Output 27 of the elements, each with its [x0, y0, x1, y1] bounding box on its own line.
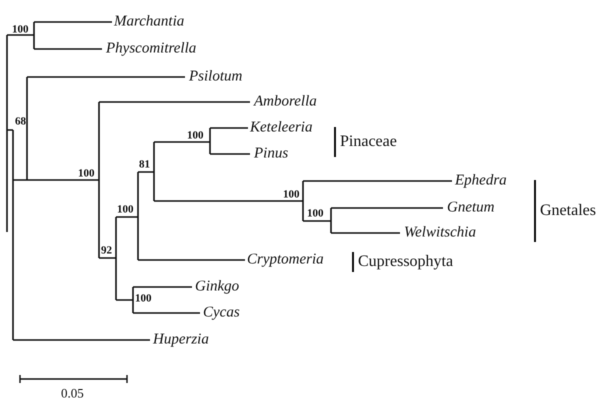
bootstrap-value: 100	[12, 24, 28, 36]
taxon-name: Huperzia	[153, 332, 209, 348]
bootstrap-value: 100	[307, 208, 324, 220]
bootstrap-value: 81	[139, 160, 150, 170]
taxon-name: Psilotum	[189, 70, 242, 84]
taxon-name: Ginkgo	[195, 280, 240, 294]
taxon-name: Gnetum	[447, 200, 494, 216]
taxon-name: Amborella	[254, 94, 317, 110]
taxon-name: Ephedra	[455, 174, 507, 188]
taxon-name: Pinus	[254, 146, 288, 162]
taxon-name: Welwitschia	[404, 226, 476, 240]
clade-name: Cupressophyta	[358, 254, 454, 270]
taxon-name: Cryptomeria	[247, 252, 324, 268]
bootstrap-value: 100	[117, 204, 134, 216]
scale-label: 0.05	[61, 386, 84, 400]
bootstrap-value: 100	[135, 294, 152, 304]
taxon-name: Marchantia	[114, 14, 184, 30]
bootstrap-value: 100	[187, 130, 204, 142]
taxon-name: Keteleeria	[250, 120, 312, 136]
taxon-name: Physcomitrella	[106, 42, 196, 56]
bootstrap-value: 68	[15, 116, 26, 128]
taxon-name: Cycas	[203, 306, 240, 320]
clade-name: Pinaceae	[340, 134, 397, 150]
bootstrap-value: 92	[101, 246, 112, 256]
bootstrap-value: 100	[78, 168, 94, 180]
clade-name: Gnetales	[540, 203, 596, 219]
bootstrap-value: 100	[283, 190, 300, 200]
